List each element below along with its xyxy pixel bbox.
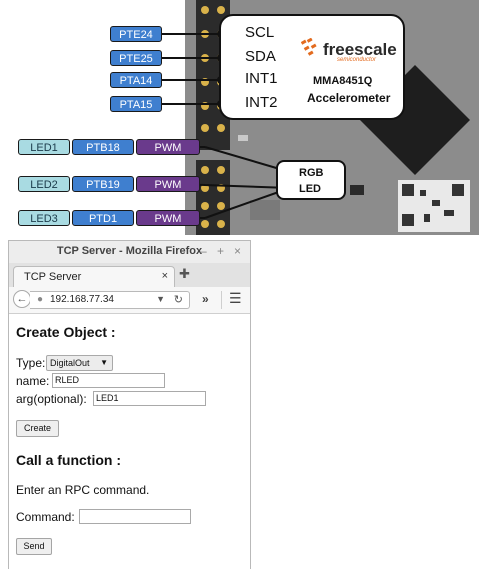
pin-label-pta15: PTA15 [110, 96, 162, 112]
pin-label-pte24: PTE24 [110, 26, 162, 42]
led-pin-2: PTB19 [72, 176, 134, 192]
arg-input[interactable]: LED1 [93, 391, 206, 406]
title-bar: TCP Server - Mozilla Firefox – + × [9, 241, 250, 263]
type-label: Type: [16, 356, 46, 370]
create-object-heading: Create Object : [16, 324, 116, 340]
tab-strip: TCP Server × ✚ [9, 263, 250, 287]
led-mode-3: PWM [136, 210, 200, 226]
led-mode-2: PWM [136, 176, 200, 192]
signal-sda: SDA [245, 48, 276, 65]
reload-icon[interactable]: ↻ [173, 294, 183, 306]
led-label-1: LED1 [18, 139, 70, 155]
chip-model: MMA8451Q [313, 75, 373, 87]
page-content: Create Object : Type: DigitalOut ▼ name:… [9, 314, 250, 569]
name-input[interactable]: RLED [52, 373, 165, 388]
call-function-heading: Call a function : [16, 452, 121, 468]
new-tab-icon[interactable]: ✚ [179, 266, 190, 281]
arg-label: arg(optional): [16, 392, 87, 406]
board-pinout-diagram: PTE24 PTE25 PTA14 PTA15 SCL SDA INT1 INT… [0, 0, 479, 235]
rpc-instruction: Enter an RPC command. [16, 483, 150, 497]
chip-description: Accelerometer [307, 91, 391, 105]
command-input[interactable] [79, 509, 191, 524]
tab-close-icon[interactable]: × [161, 270, 168, 282]
tab-tcp-server[interactable]: TCP Server × [13, 266, 175, 287]
url-text: 192.168.77.34 [50, 294, 114, 305]
command-label: Command: [16, 510, 75, 524]
firefox-window: TCP Server - Mozilla Firefox – + × TCP S… [8, 240, 251, 569]
globe-icon: ● [37, 294, 44, 305]
maximize-icon[interactable]: + [217, 244, 225, 258]
navigation-toolbar: ← ● 192.168.77.34 ▼ ↻ » ☰ [9, 287, 250, 314]
hamburger-menu-icon[interactable]: ☰ [229, 290, 242, 306]
rgb-led-label: LED [299, 183, 321, 195]
rgb-led-callout: RGB LED [276, 160, 346, 200]
led-pin-3: PTD1 [72, 210, 134, 226]
chevron-down-icon: ▼ [100, 358, 108, 367]
accelerometer-callout: SCL SDA INT1 INT2 freescale semiconducto… [219, 14, 405, 120]
brand-name: freescale [323, 40, 397, 59]
led-pin-1: PTB18 [72, 139, 134, 155]
toolbar-separator [221, 291, 222, 309]
create-button[interactable]: Create [16, 420, 59, 437]
signal-int1: INT1 [245, 70, 278, 87]
led-label-3: LED3 [18, 210, 70, 226]
tab-label: TCP Server [24, 271, 82, 283]
led-mode-1: PWM [136, 139, 200, 155]
window-title: TCP Server - Mozilla Firefox [56, 245, 203, 257]
send-button[interactable]: Send [16, 538, 52, 555]
close-window-icon[interactable]: × [234, 244, 242, 258]
overflow-chevron-icon[interactable]: » [202, 292, 209, 306]
minimize-icon[interactable]: – [200, 244, 207, 258]
signal-scl: SCL [245, 24, 275, 41]
pin-label-pte25: PTE25 [110, 50, 162, 66]
url-dropdown-icon[interactable]: ▼ [156, 294, 165, 304]
signal-int2: INT2 [245, 94, 278, 111]
back-arrow-icon[interactable]: ← [13, 290, 31, 308]
brand-subtitle: semiconductor [337, 57, 377, 63]
type-select-value: DigitalOut [50, 358, 90, 368]
type-select[interactable]: DigitalOut ▼ [46, 355, 113, 371]
freescale-logo-icon [301, 38, 317, 56]
rgb-label: RGB [299, 167, 324, 179]
url-bar[interactable]: ● 192.168.77.34 ▼ ↻ [30, 291, 190, 309]
name-label: name: [16, 374, 50, 388]
led-label-2: LED2 [18, 176, 70, 192]
pin-label-pta14: PTA14 [110, 72, 162, 88]
